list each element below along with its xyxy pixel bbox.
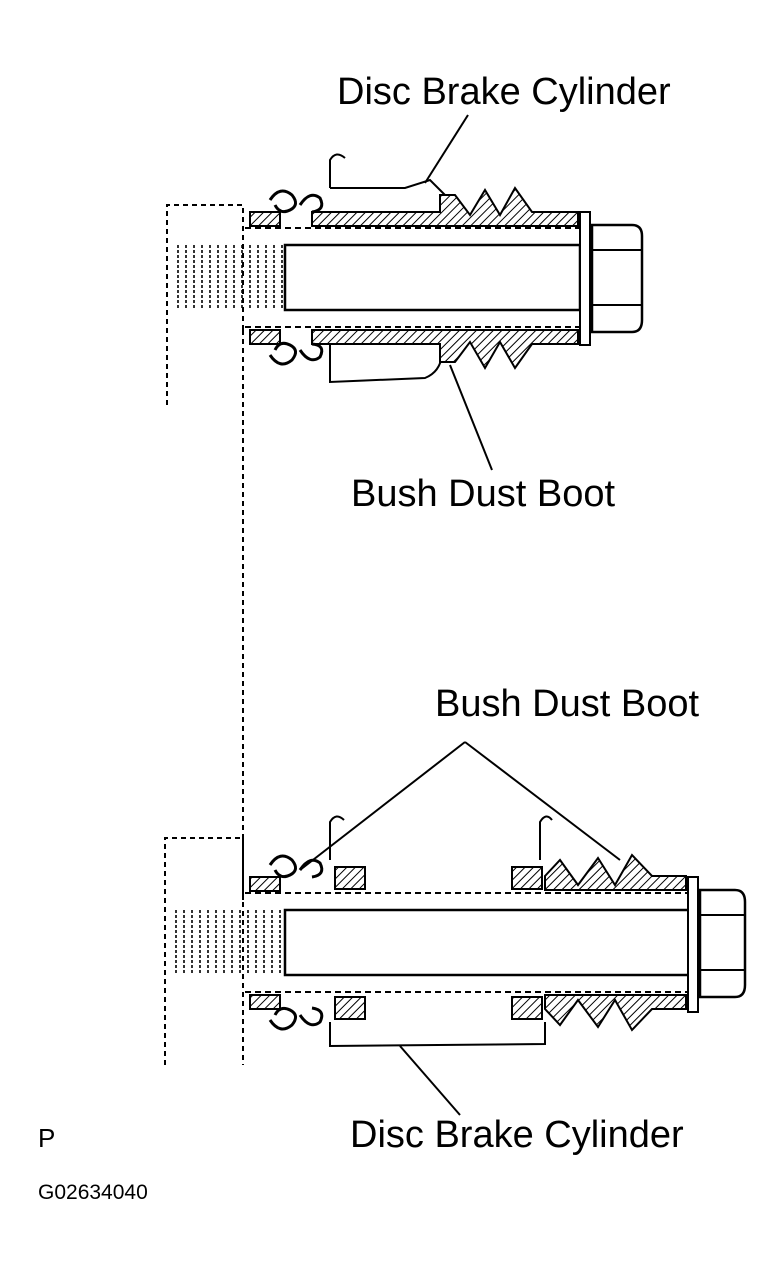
top-cylinder-label: Disc Brake Cylinder — [337, 71, 671, 113]
top-washer — [579, 211, 591, 346]
bottom-boot-label: Bush Dust Boot — [435, 683, 700, 725]
top-cylinder-body — [329, 153, 446, 196]
bottom-cylinder-lower — [329, 1022, 546, 1048]
top-boot-upper — [249, 186, 579, 227]
bottom-boot-lower — [249, 994, 687, 1032]
bottom-bolt — [175, 876, 747, 1013]
figure-code: G02634040 — [38, 1181, 148, 1204]
bottom-boot-leader-left — [299, 741, 466, 871]
top-bolt-head — [590, 223, 644, 334]
bottom-cylinder-leader — [399, 1045, 461, 1116]
bottom-cylinder-body — [329, 815, 553, 860]
top-mounting-bracket — [166, 204, 244, 405]
top-bolt-threads — [177, 245, 283, 310]
bottom-bolt-threads — [175, 910, 281, 975]
top-boot-lower — [249, 329, 579, 371]
bottom-mounting-bracket — [164, 837, 244, 1065]
top-cylinder-leader — [424, 114, 469, 184]
bottom-bolt-head — [698, 888, 747, 999]
bottom-boot-upper — [249, 853, 687, 892]
top-cylinder-lower — [329, 345, 443, 384]
footer-mark: P — [38, 1123, 56, 1153]
bottom-boot-leader-right — [464, 741, 621, 861]
top-boot-leader — [449, 364, 493, 471]
bottom-washer — [687, 876, 699, 1013]
bottom-assembly — [164, 741, 747, 1116]
top-assembly — [166, 114, 644, 471]
top-boot-label: Bush Dust Boot — [351, 473, 616, 515]
bottom-cylinder-label: Disc Brake Cylinder — [350, 1114, 684, 1156]
top-bolt — [177, 211, 644, 346]
